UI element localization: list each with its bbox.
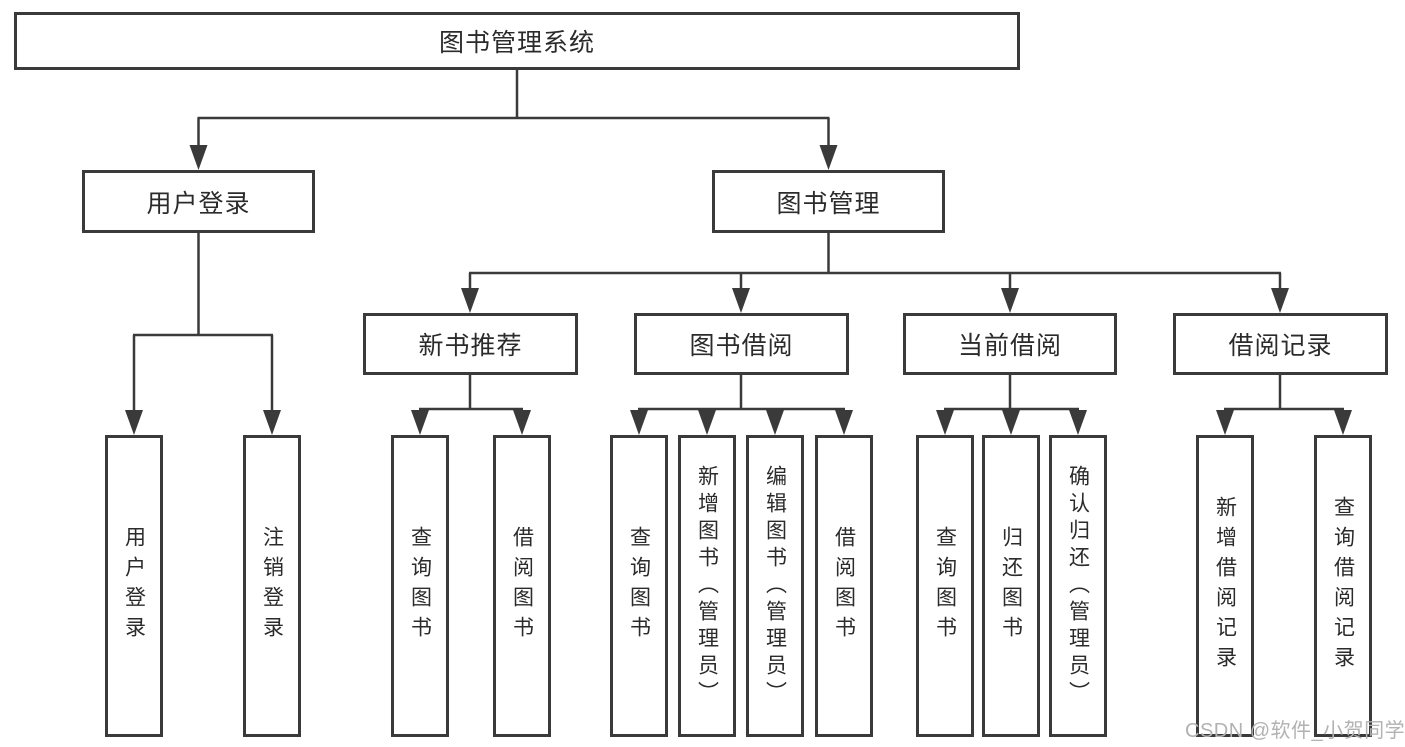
arrowheads: [125, 145, 1352, 435]
node-new-book-recommend: 新书推荐: [363, 313, 578, 375]
node-user-login-label: 用户登录: [146, 189, 251, 218]
leaf-edit-books-admin: 编辑图书（管理员）: [746, 435, 804, 737]
leaf-return-books: 归还图书: [982, 435, 1040, 737]
node-borrow-records-label: 借阅记录: [1228, 332, 1333, 360]
node-current-borrow-label: 当前借阅: [957, 332, 1062, 360]
leaf-current-query-books: 查询图书: [916, 435, 974, 737]
node-book-borrow: 图书借阅: [634, 313, 849, 375]
leaf-confirm-return-admin: 确认归还（管理员）: [1049, 435, 1107, 737]
leaf-logout: 注销登录: [243, 435, 301, 737]
node-new-book-recommend-label: 新书推荐: [418, 332, 523, 360]
leaf-query-borrow-record: 查询借阅记录: [1314, 435, 1372, 737]
leaf-borrow-query-books: 查询图书: [610, 435, 668, 737]
node-user-login: 用户登录: [82, 170, 315, 233]
leaf-add-books-admin: 新增图书（管理员）: [678, 435, 736, 737]
leaf-borrow-borrow-books: 借阅图书: [815, 435, 873, 737]
node-current-borrow: 当前借阅: [903, 313, 1117, 375]
watermark: CSDN @软件_小贺同学: [1185, 720, 1405, 742]
node-library-system-label: 图书管理系统: [438, 29, 595, 57]
leaf-recommend-query-books: 查询图书: [391, 435, 449, 737]
leaf-recommend-borrow-books: 借阅图书: [493, 435, 551, 737]
node-book-borrow-label: 图书借阅: [689, 332, 794, 360]
node-book-management: 图书管理: [712, 170, 945, 233]
node-borrow-records: 借阅记录: [1173, 313, 1388, 375]
node-book-management-label: 图书管理: [776, 189, 881, 218]
node-library-system: 图书管理系统: [14, 12, 1020, 70]
leaf-user-login: 用户登录: [105, 435, 163, 737]
leaf-add-borrow-record: 新增借阅记录: [1196, 435, 1254, 737]
